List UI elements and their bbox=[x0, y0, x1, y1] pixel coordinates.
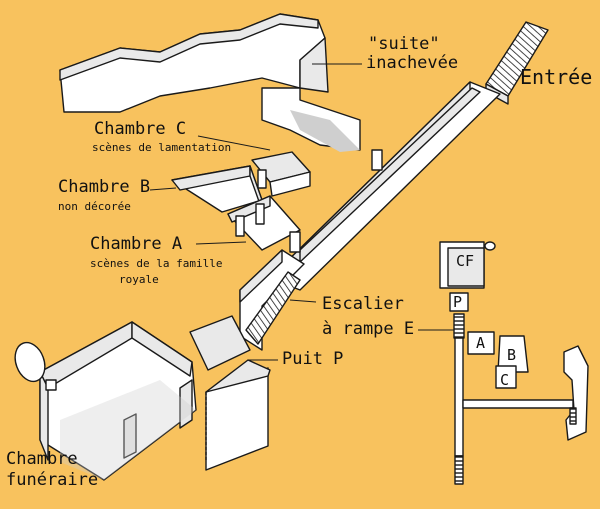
label-escalier-line1: Escalier bbox=[322, 294, 404, 314]
label-suite-line2: inachevée bbox=[366, 53, 459, 73]
plan-label-c: C bbox=[500, 371, 509, 389]
label-chambre-b-desc: non décorée bbox=[58, 200, 131, 213]
label-escalier-line2: à rampe E bbox=[322, 319, 415, 339]
label-chambre-c: Chambre C bbox=[94, 119, 187, 139]
chamber-a bbox=[227, 195, 301, 253]
site-plan bbox=[439, 241, 589, 485]
label-entree: Entrée bbox=[520, 65, 593, 89]
label-chambre-a-desc2: royale bbox=[119, 273, 159, 286]
label-puit-p: Puit P bbox=[282, 349, 344, 369]
plan-label-a: A bbox=[476, 334, 485, 352]
plan-label-p: P bbox=[453, 293, 462, 311]
well-p bbox=[189, 315, 271, 471]
ramp-stairs-e bbox=[239, 249, 305, 351]
plan-label-cf: CF bbox=[456, 252, 474, 270]
leader-lines bbox=[149, 63, 456, 361]
label-chambre-a-desc1: scènes de la famille bbox=[90, 257, 223, 270]
main-corridor bbox=[269, 81, 501, 291]
label-chambre-b: Chambre B bbox=[58, 177, 151, 197]
label-funeraire-line2: funéraire bbox=[6, 470, 99, 490]
unfinished-suite bbox=[59, 13, 361, 152]
label-chambre-c-desc: scènes de lamentation bbox=[92, 141, 232, 154]
plan-label-b: B bbox=[507, 346, 516, 364]
chamber-c bbox=[251, 151, 311, 197]
label-funeraire-line1: Chambre bbox=[6, 449, 78, 469]
label-suite-line1: "suite" bbox=[368, 34, 440, 54]
burial-chamber bbox=[14, 321, 197, 481]
label-chambre-a: Chambre A bbox=[90, 234, 183, 254]
chamber-b bbox=[171, 165, 263, 213]
